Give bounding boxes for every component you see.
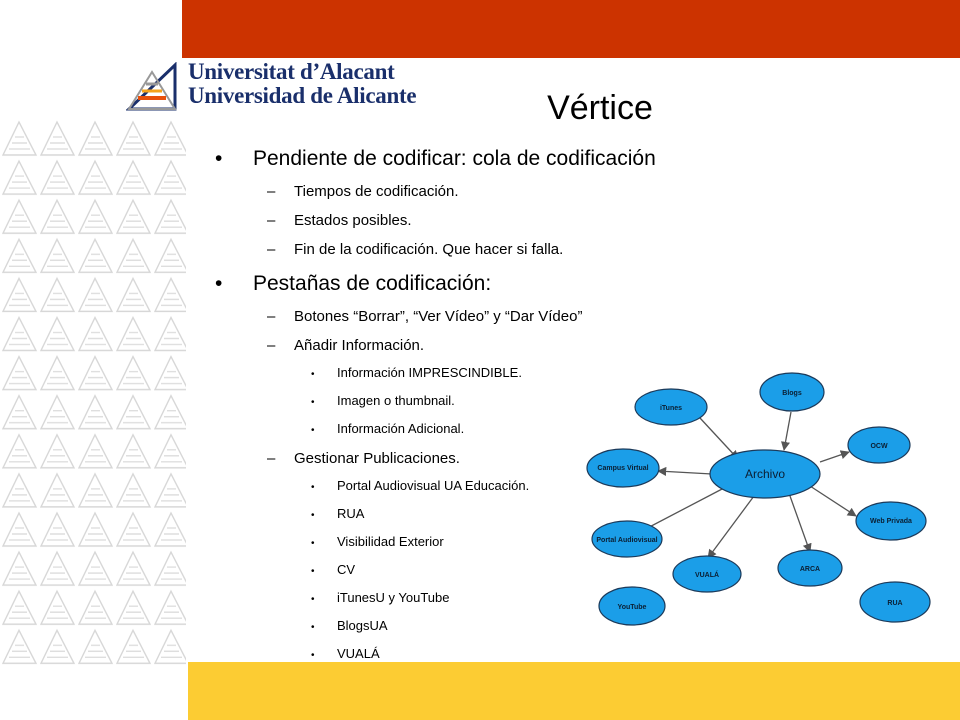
sub-sub-bullet-item: • BlogsUA (311, 618, 775, 636)
sub-sub-bullet-item: • Visibilidad Exterior (311, 534, 775, 552)
logo-text: Universitat d’Alacant Universidad de Ali… (188, 59, 417, 108)
dash-icon: – (267, 450, 276, 467)
sub-bullet-text: Botones “Borrar”, “Ver Vídeo” y “Dar Víd… (294, 308, 583, 325)
bullet-text: Pestañas de codificación: (253, 272, 492, 295)
sub-sub-bullet-item: • iTunesU y YouTube (311, 590, 775, 608)
sub-sub-bullet-text: BlogsUA (337, 618, 388, 633)
connector-blogs (781, 411, 792, 451)
sub-bullet-text: Fin de la codificación. Que hacer si fal… (294, 241, 564, 258)
sub-sub-bullet-item: • CV (311, 562, 775, 580)
bullet-text: Pendiente de codificar: cola de codifica… (253, 147, 656, 170)
archive-diagram: Archivo iTunes Blogs OCW Campus Virtual … (586, 372, 931, 626)
slide-title: Vértice (547, 89, 653, 127)
bullet-dot-icon: • (311, 397, 315, 408)
bullet-dot-icon: • (311, 369, 315, 380)
sub-bullet-item: – Gestionar Publicaciones. (267, 450, 775, 468)
sub-sub-bullet-item: • Imagen o thumbnail. (311, 393, 775, 411)
sub-bullet-text: Añadir Información. (294, 337, 425, 354)
bullet-item: • Pendiente de codificar: cola de codific… (215, 146, 775, 172)
university-emblem-icon (126, 62, 177, 111)
node-ocw (847, 426, 911, 464)
sub-bullet-item: – Botones “Borrar”, “Ver Vídeo” y “Dar Ví… (267, 308, 775, 326)
node-web-privada (855, 501, 927, 541)
sub-bullet-text: Tiempos de codificación. (294, 183, 459, 200)
bullet-dot-icon: • (311, 482, 315, 493)
bullet-dot-icon: • (215, 147, 223, 170)
node-campus-virtual (586, 448, 660, 488)
node-label: OCW (870, 443, 888, 450)
dash-icon: – (267, 337, 276, 354)
university-logo: Universitat d’Alacant Universidad de Ali… (126, 60, 426, 112)
logo-line-2: Universidad de Alicante (188, 83, 417, 108)
sub-sub-bullet-text: Imagen o thumbnail. (337, 393, 455, 408)
node-label: iTunes (660, 405, 682, 412)
connector-vuala (707, 495, 755, 559)
node-label: Archivo (745, 467, 785, 481)
node-portal-audiovisual (591, 520, 663, 558)
bullet-item: • Pestañas de codificación: (215, 271, 775, 297)
sub-bullet-item: – Tiempos de codificación. (267, 183, 775, 201)
bullet-dot-icon: • (311, 425, 315, 436)
sub-sub-bullet-text: CV (337, 562, 356, 577)
sub-sub-bullet-text: VUALÁ (337, 646, 380, 661)
top-accent-bar (182, 0, 960, 58)
sub-sub-bullet-text: Portal Audiovisual UA Educación. (337, 478, 530, 493)
bullet-list: • Pendiente de codificar: cola de codific… (215, 140, 775, 664)
sub-sub-bullet-item: • VUALÁ (311, 646, 775, 664)
sub-sub-bullet-item: • Información Adicional. (311, 421, 775, 439)
bullet-dot-icon: • (311, 650, 315, 661)
bottom-accent-bar (188, 662, 960, 720)
node-label: Blogs (782, 390, 802, 397)
node-label: VUALÁ (695, 570, 719, 579)
decorative-pattern (0, 118, 186, 666)
sub-sub-bullet-item: • Información IMPRESCINDIBLE. (311, 365, 775, 383)
sub-sub-bullet-item: • RUA (311, 506, 775, 524)
node-itunes (634, 388, 708, 426)
node-label: YouTube (618, 604, 647, 611)
bullet-dot-icon: • (311, 510, 315, 521)
bullet-dot-icon: • (311, 594, 315, 605)
logo-line-1: Universitat d’Alacant (188, 59, 395, 84)
sub-bullet-item: – Estados posibles. (267, 212, 775, 230)
sub-bullet-item: – Añadir Información. (267, 337, 775, 355)
node-label: ARCA (800, 566, 820, 573)
dash-icon: – (267, 308, 276, 325)
dash-icon: – (267, 212, 276, 229)
connector-campus-virtual (657, 466, 713, 476)
sub-sub-bullet-text: Información Adicional. (337, 421, 465, 436)
node-youtube (598, 586, 666, 626)
node-label: RUA (887, 600, 902, 607)
dash-icon: – (267, 183, 276, 200)
sub-sub-bullet-text: Información IMPRESCINDIBLE. (337, 365, 522, 380)
node-label: Campus Virtual (597, 465, 648, 472)
node-label: Portal Audiovisual (596, 537, 657, 544)
sub-sub-bullet-text: RUA (337, 506, 365, 521)
sub-bullet-text: Gestionar Publicaciones. (294, 450, 460, 467)
node-arca (777, 549, 843, 587)
dash-icon: – (267, 241, 276, 258)
bullet-dot-icon: • (311, 538, 315, 549)
node-label: Web Privada (870, 518, 912, 525)
sub-sub-bullet-item: • Portal Audiovisual UA Educación. (311, 478, 775, 496)
node-rua (859, 581, 931, 623)
sub-bullet-item: – Fin de la codificación. Que hacer si fa… (267, 241, 775, 259)
node-archivo (709, 449, 821, 499)
node-vuala (672, 555, 742, 593)
sub-sub-bullet-text: iTunesU y YouTube (337, 590, 450, 605)
sub-sub-bullet-text: Visibilidad Exterior (337, 534, 444, 549)
bullet-dot-icon: • (215, 272, 223, 295)
connector-arca (789, 495, 812, 553)
connector-ocw (819, 450, 850, 463)
sub-bullet-text: Estados posibles. (294, 212, 412, 229)
bullet-dot-icon: • (311, 622, 315, 633)
connector-itunes (699, 417, 739, 460)
node-blogs (759, 372, 825, 412)
connector-web-privada (809, 485, 857, 517)
bullet-dot-icon: • (311, 566, 315, 577)
